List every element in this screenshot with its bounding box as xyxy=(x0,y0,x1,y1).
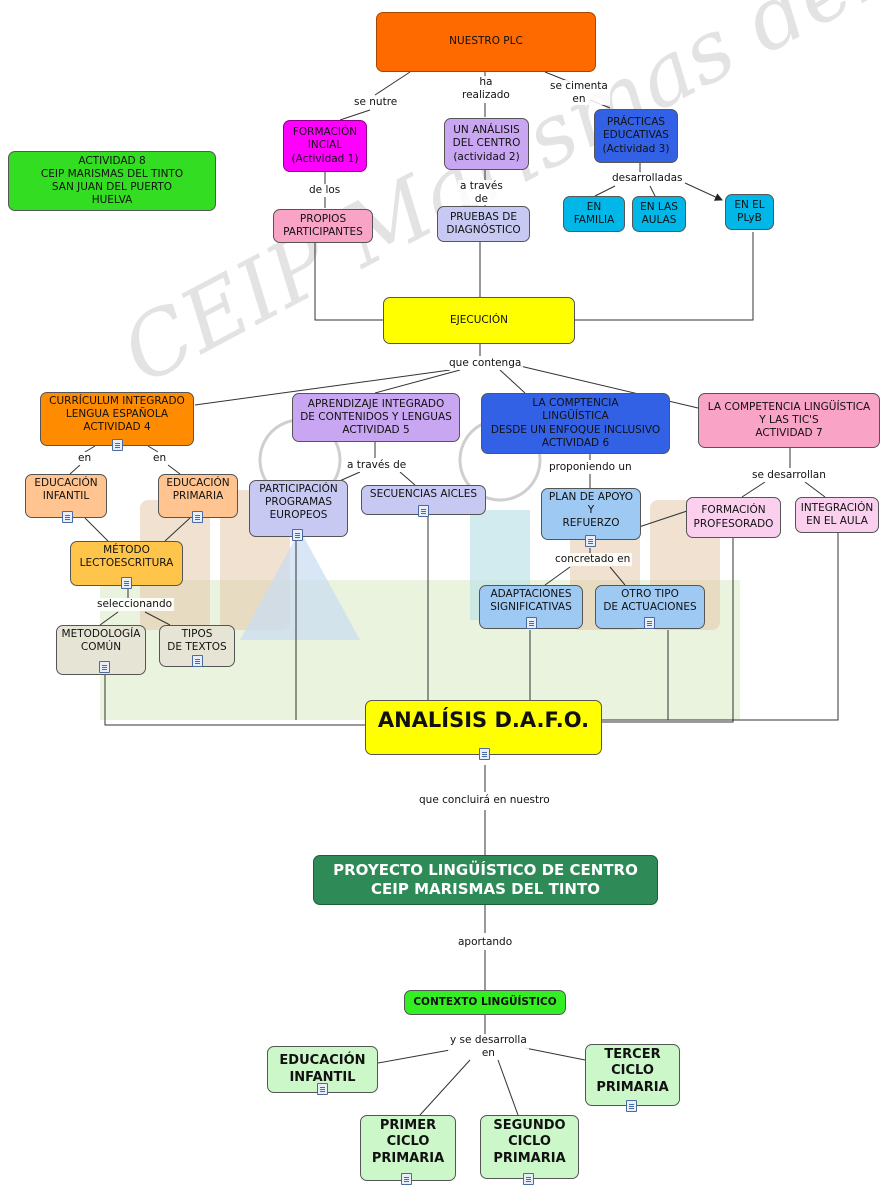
node-segundo-ciclo[interactable]: SEGUNDO CICLO PRIMARIA xyxy=(480,1115,579,1179)
node-label: EJECUCIÓN xyxy=(450,313,508,326)
link-aportando: aportando xyxy=(456,936,515,949)
node-propios-participantes[interactable]: PROPIOS PARTICIPANTES xyxy=(273,209,373,243)
node-competencia-tics[interactable]: LA COMPETENCIA LINGÜÍSTICA Y LAS TIC'S A… xyxy=(698,393,880,448)
node-label: EDUCACIÓN INFANTIL xyxy=(279,1053,366,1085)
node-label: SECUENCIAS AICLES xyxy=(369,488,478,500)
node-analisis-centro[interactable]: UN ANÁLISIS DEL CENTRO (actividad 2) xyxy=(444,118,529,170)
node-plan-apoyo[interactable]: PLAN DE APOYO Y REFUERZO xyxy=(541,488,641,540)
node-secuencias-aicles[interactable]: SECUENCIAS AICLES xyxy=(361,485,486,515)
node-label: EN LAS AULAS xyxy=(640,200,678,226)
node-contexto-linguistico[interactable]: CONTEXTO LINGÜÍSTICO xyxy=(404,990,566,1015)
link-proponiendo-un: proponiendo un xyxy=(547,461,634,474)
node-nuestro-plc[interactable]: NUESTRO PLC xyxy=(376,12,596,72)
node-label: PRIMER CICLO PRIMARIA xyxy=(371,1118,445,1166)
node-en-las-aulas[interactable]: EN LAS AULAS xyxy=(632,196,686,232)
node-label: EN FAMILIA xyxy=(573,200,615,226)
document-icon[interactable] xyxy=(401,1173,412,1185)
node-educacion-primaria[interactable]: EDUCACIÓN PRIMARIA xyxy=(158,474,238,518)
node-aicle[interactable]: APRENDIZAJE INTEGRADO DE CONTENIDOS Y LE… xyxy=(292,393,460,442)
node-proyecto-linguistico[interactable]: PROYECTO LINGÜÍSTICO DE CENTRO CEIP MARI… xyxy=(313,855,658,905)
document-icon[interactable] xyxy=(62,511,73,523)
node-integracion-aula[interactable]: INTEGRACIÓN EN EL AULA xyxy=(795,497,879,533)
node-label: PLAN DE APOYO Y REFUERZO xyxy=(548,491,634,530)
link-concretado-en: concretado en xyxy=(553,553,633,566)
node-tercer-ciclo[interactable]: TERCER CICLO PRIMARIA xyxy=(585,1044,680,1106)
node-label: ADAPTACIONES SIGNIFICATIVAS xyxy=(490,588,572,614)
link-en-1: en xyxy=(76,452,94,465)
node-label: NUESTRO PLC xyxy=(449,35,523,48)
document-icon[interactable] xyxy=(192,511,203,523)
node-formacion-inicial[interactable]: FORMACIÓN INCIAL (Actividad 1) xyxy=(283,120,367,172)
node-label: FORMACIÓN PROFESORADO xyxy=(693,504,774,530)
node-practicas-educativas[interactable]: PRÁCTICAS EDUCATIVAS (Actividad 3) xyxy=(594,109,678,163)
node-label: CONTEXTO LINGÜÍSTICO xyxy=(413,995,557,1008)
document-icon[interactable] xyxy=(317,1083,328,1095)
node-label: SEGUNDO CICLO PRIMARIA xyxy=(493,1118,566,1166)
node-en-familia[interactable]: EN FAMILIA xyxy=(563,196,625,232)
node-label: APRENDIZAJE INTEGRADO DE CONTENIDOS Y LE… xyxy=(300,397,452,437)
node-label: LA COMPTENCIA LINGÜÍSTICA DESDE UN ENFOQ… xyxy=(490,397,661,449)
node-label: CURRÍCULUM INTEGRADO LENGUA ESPAÑOLA ACT… xyxy=(49,395,185,434)
node-competencia-linguistica[interactable]: LA COMPTENCIA LINGÜÍSTICA DESDE UN ENFOQ… xyxy=(481,393,670,454)
node-label: EN EL PLyB xyxy=(734,198,765,224)
node-label: UN ANÁLISIS DEL CENTRO (actividad 2) xyxy=(452,124,521,163)
link-a-traves-de-1: a través de xyxy=(458,180,505,206)
link-que-contenga: que contenga xyxy=(447,357,524,370)
node-label: PROPIOS PARTICIPANTES xyxy=(283,212,363,238)
link-de-los: de los xyxy=(307,184,343,197)
node-label: MÉTODO LECTOESCRITURA xyxy=(79,544,174,570)
node-label: METODOLOGÍA COMÚN xyxy=(61,628,141,654)
link-en-2: en xyxy=(151,452,169,465)
node-label: PROYECTO LINGÜÍSTICO DE CENTRO CEIP MARI… xyxy=(333,861,638,898)
node-label: PRÁCTICAS EDUCATIVAS (Actividad 3) xyxy=(602,116,670,155)
document-icon[interactable] xyxy=(479,748,490,760)
node-label: EDUCACIÓN PRIMARIA xyxy=(166,477,230,503)
document-icon[interactable] xyxy=(418,505,429,517)
node-label: OTRO TIPO DE ACTUACIONES xyxy=(603,588,697,614)
node-label: LA COMPETENCIA LINGÜÍSTICA Y LAS TIC'S A… xyxy=(707,400,871,440)
node-ejecucion[interactable]: EJECUCIÓN xyxy=(383,297,575,344)
node-label: ACTIVIDAD 8 CEIP MARISMAS DEL TINTO SAN … xyxy=(40,154,184,207)
document-icon[interactable] xyxy=(526,617,537,629)
node-formacion-profesorado[interactable]: FORMACIÓN PROFESORADO xyxy=(686,497,781,538)
link-se-desarrollan: se desarrollan xyxy=(750,469,828,482)
link-ha-realizado: ha realizado xyxy=(460,76,512,102)
document-icon[interactable] xyxy=(192,655,203,667)
node-label: EDUCACIÓN INFANTIL xyxy=(34,477,98,503)
link-y-se-desarrolla: y se desarrolla en xyxy=(448,1034,529,1060)
node-label: TIPOS DE TEXTOS xyxy=(167,628,227,654)
node-actividad-8[interactable]: ACTIVIDAD 8 CEIP MARISMAS DEL TINTO SAN … xyxy=(8,151,216,211)
link-desarrolladas: desarrolladas xyxy=(610,172,685,185)
document-icon[interactable] xyxy=(626,1100,637,1112)
link-se-cimenta: se cimenta en xyxy=(548,80,610,106)
node-label: FORMACIÓN INCIAL (Actividad 1) xyxy=(291,126,359,165)
document-icon[interactable] xyxy=(585,535,596,547)
document-icon[interactable] xyxy=(644,617,655,629)
document-icon[interactable] xyxy=(121,577,132,589)
node-en-el-plyb[interactable]: EN EL PLyB xyxy=(725,194,774,230)
node-metodologia-comun[interactable]: METODOLOGÍA COMÚN xyxy=(56,625,146,675)
node-label: INTEGRACIÓN EN EL AULA xyxy=(800,501,874,527)
node-label: PARTICIPACIÓN PROGRAMAS EUROPEOS xyxy=(259,483,338,522)
node-participacion-programas[interactable]: PARTICIPACIÓN PROGRAMAS EUROPEOS xyxy=(249,480,348,537)
link-que-concluira: que concluirá en nuestro xyxy=(417,794,552,807)
document-icon[interactable] xyxy=(292,529,303,541)
document-icon[interactable] xyxy=(112,439,123,451)
node-pruebas-diagnostico[interactable]: PRUEBAS DE DIAGNÓSTICO xyxy=(437,206,530,242)
node-analisis-dafo[interactable]: ANALÍSIS D.A.F.O. xyxy=(365,700,602,755)
node-curriculum-integrado[interactable]: CURRÍCULUM INTEGRADO LENGUA ESPAÑOLA ACT… xyxy=(40,392,194,446)
node-label: ANALÍSIS D.A.F.O. xyxy=(377,708,590,732)
document-icon[interactable] xyxy=(99,661,110,673)
node-primer-ciclo[interactable]: PRIMER CICLO PRIMARIA xyxy=(360,1115,456,1181)
node-label: PRUEBAS DE DIAGNÓSTICO xyxy=(446,210,521,236)
node-label: TERCER CICLO PRIMARIA xyxy=(596,1047,669,1095)
link-se-nutre: se nutre xyxy=(352,96,400,109)
link-seleccionando: seleccionando xyxy=(95,598,175,611)
link-a-traves-de-2: a través de xyxy=(345,459,409,472)
document-icon[interactable] xyxy=(523,1173,534,1185)
